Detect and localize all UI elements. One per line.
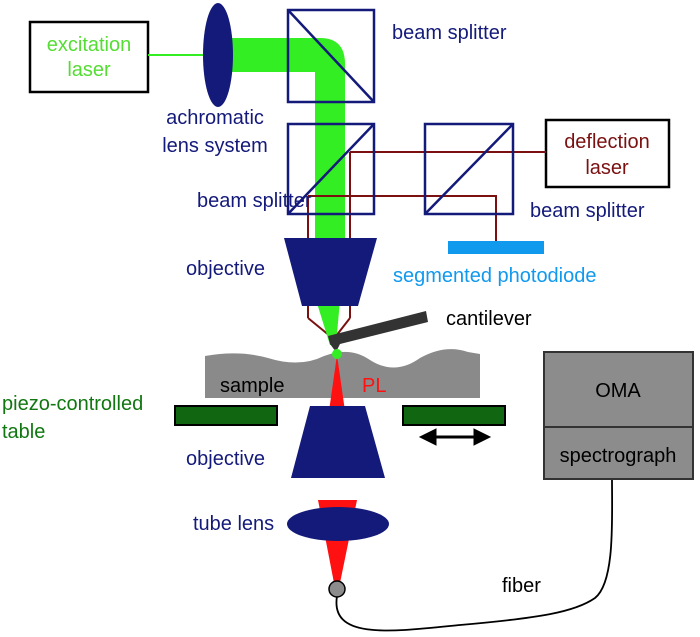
objective-bottom-label: objective [186, 448, 265, 470]
fiber-coupler [328, 580, 346, 598]
objective-top [284, 238, 377, 306]
objective-bottom [291, 406, 385, 478]
beam-splitter-mid-diagonal [287, 123, 375, 215]
focus-spot [332, 349, 342, 359]
deflection-laser-label-2: laser [585, 157, 629, 179]
excitation-laser-label-2: laser [67, 59, 111, 81]
spectrograph-label: spectrograph [560, 445, 677, 467]
beam-splitter-top-label: beam splitter [392, 22, 507, 44]
beam-splitter-top-diagonal [287, 9, 375, 103]
double-arrow-icon [418, 428, 492, 446]
deflection-laser-label-1: deflection [564, 131, 650, 153]
excitation-beam-focus [316, 300, 340, 345]
sample [205, 349, 480, 398]
cantilever-label: cantilever [446, 308, 532, 330]
piezo-table-left [174, 405, 278, 426]
piezo-table-label-2: table [2, 421, 45, 443]
cantilever [328, 311, 428, 352]
achromatic-lens [203, 3, 233, 107]
spectrograph-box [543, 426, 694, 480]
fiber-label: fiber [502, 575, 541, 597]
excitation-beam [230, 38, 345, 245]
pl-label: PL [362, 375, 386, 397]
deflection-laser-box [544, 118, 671, 189]
beam-splitter-right-diagonal [424, 123, 514, 215]
oma-box [543, 351, 694, 428]
tube-lens-label: tube lens [193, 513, 274, 535]
oma-label: OMA [595, 380, 641, 402]
beam-splitter-right-label: beam splitter [530, 200, 645, 222]
fiber-cable [335, 477, 614, 632]
objective-top-label: objective [186, 258, 265, 280]
achromatic-lens-label-2: lens system [162, 135, 268, 157]
excitation-laser-box [28, 20, 150, 94]
achromatic-lens-label-1: achromatic [166, 107, 264, 129]
piezo-table-label-1: piezo-controlled [2, 393, 143, 415]
sample-label: sample [220, 375, 284, 397]
piezo-table-right [402, 405, 506, 426]
excitation-laser-label-1: excitation [47, 34, 132, 56]
segmented-photodiode [448, 241, 544, 254]
beam-splitter-mid [286, 122, 376, 216]
beam-splitter-mid-label: beam splitter [197, 190, 312, 212]
beam-splitter-top [286, 8, 376, 104]
segmented-photodiode-label: segmented photodiode [393, 265, 597, 287]
tube-lens [287, 507, 389, 541]
beam-splitter-right [423, 122, 515, 216]
